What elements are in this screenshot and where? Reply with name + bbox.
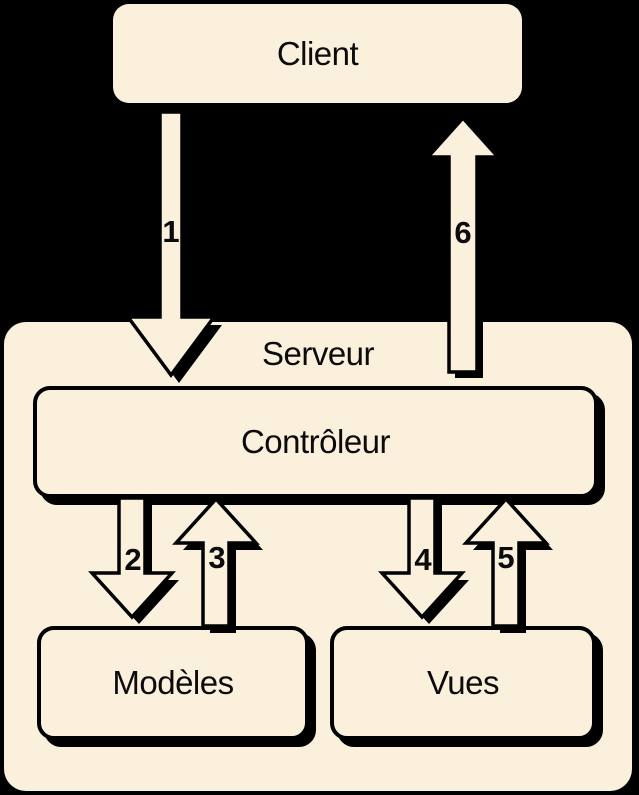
client-box: Client [113,4,522,103]
arrow-1-label: 1 [162,214,179,249]
modeles-label: Modèles [112,664,234,701]
arrow-6-label: 6 [454,215,471,250]
vues-box: Vues [330,626,596,740]
vues-label: Vues [427,664,500,701]
controleur-box: Contrôleur [33,386,598,498]
serveur-label: Serveur [261,335,375,372]
client-label: Client [276,34,359,72]
modeles-box: Modèles [37,626,309,740]
controleur-label: Contrôleur [240,423,391,460]
